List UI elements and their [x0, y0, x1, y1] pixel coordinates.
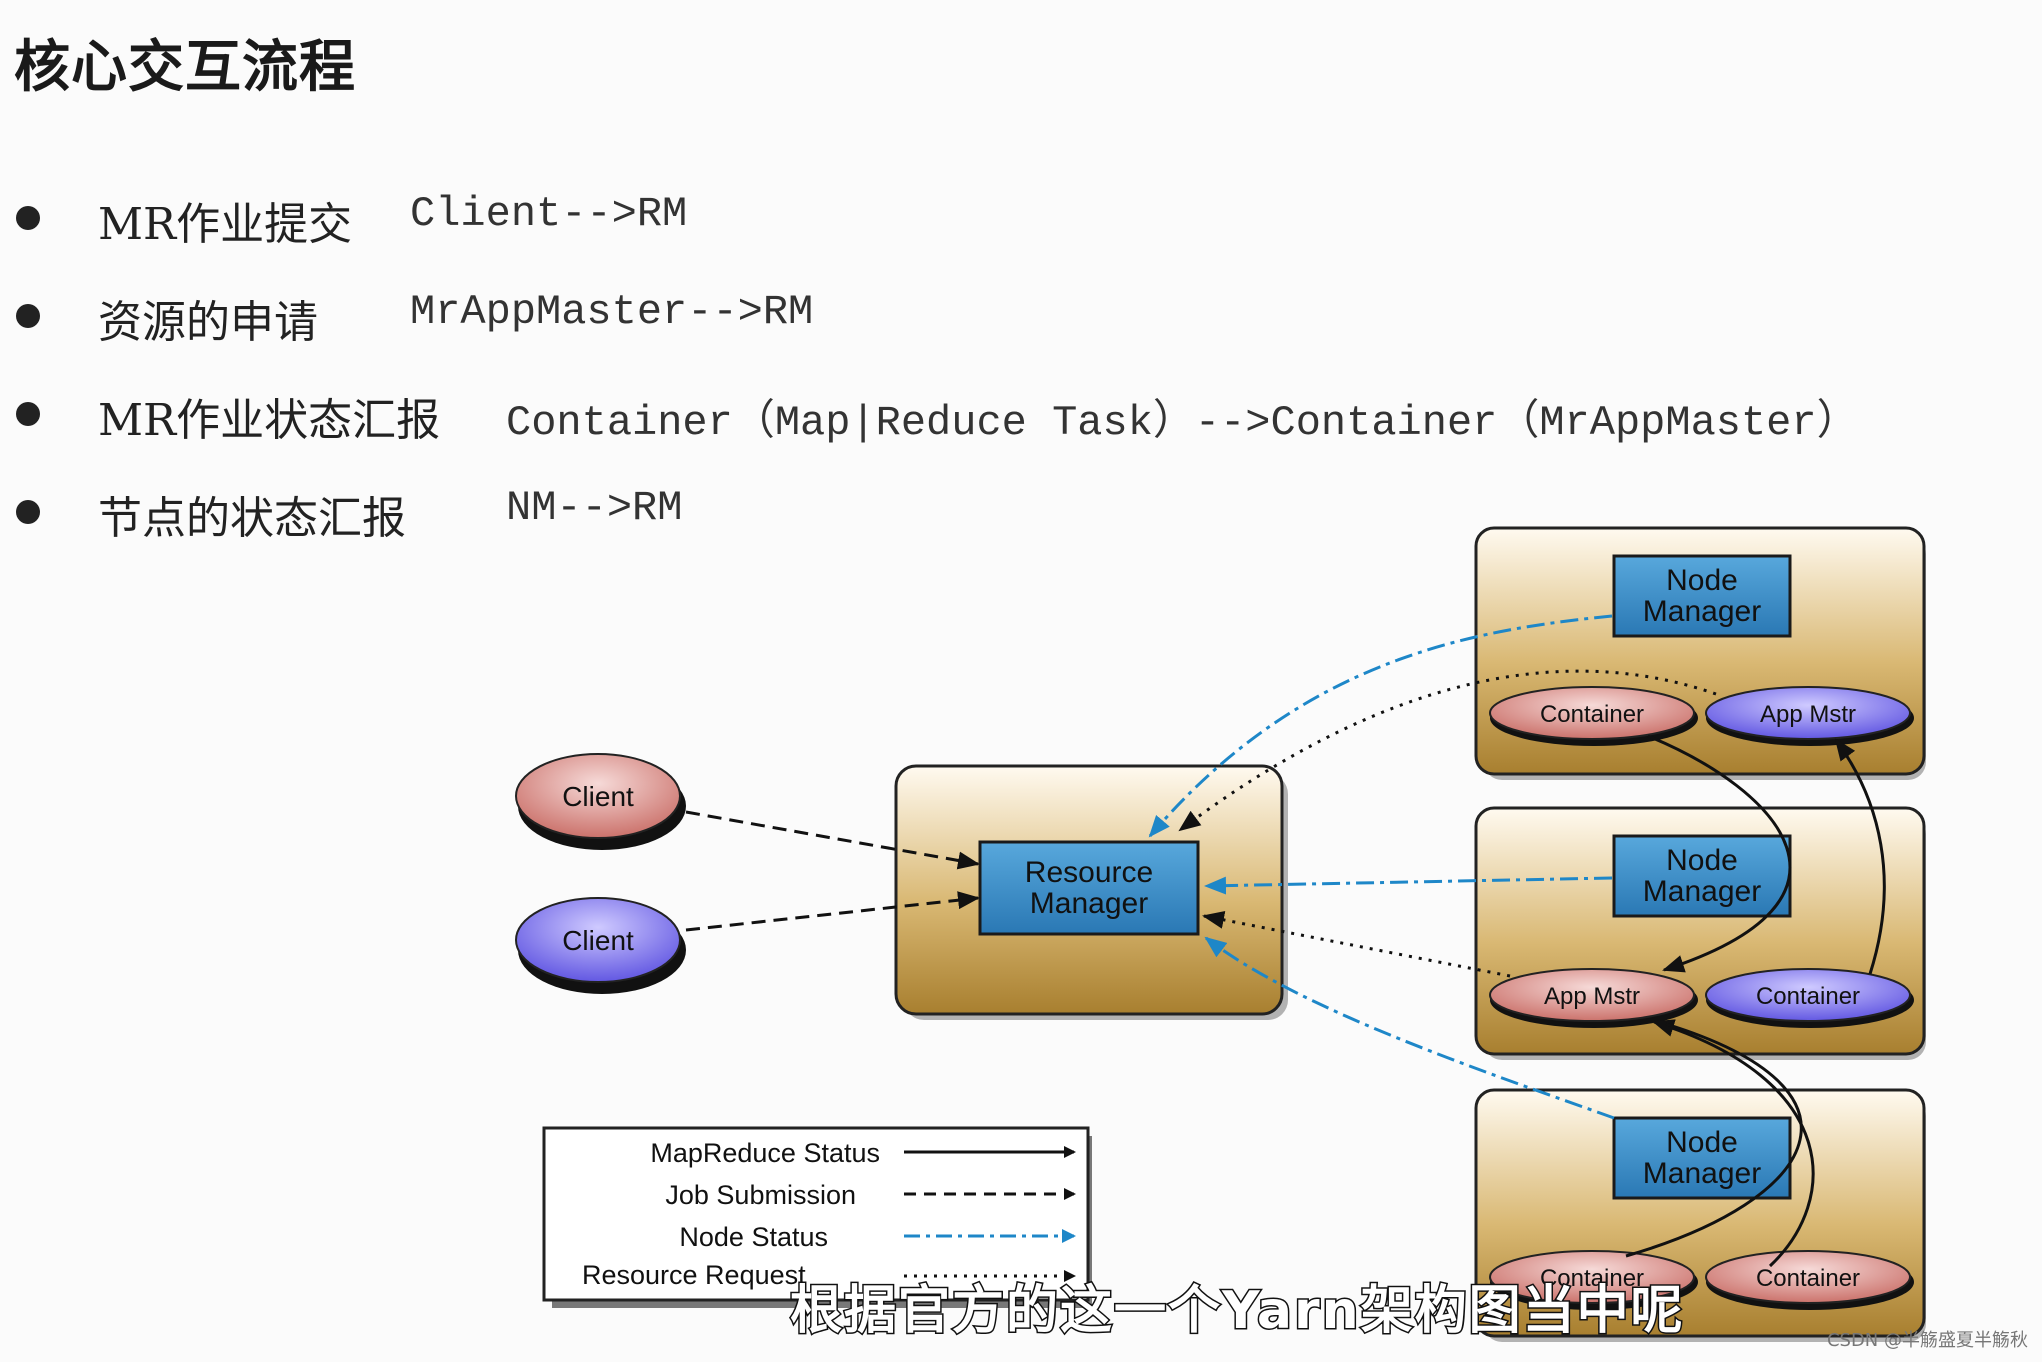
- app-master-pod: App Mstr: [1489, 968, 1698, 1028]
- video-subtitle: 根据官方的这一个Yarn架构图当中呢: [789, 1280, 1685, 1343]
- legend-label: Resource Request: [582, 1260, 806, 1290]
- resource-request-arrow: [1202, 911, 1511, 978]
- resource-manager: Resource Manager: [978, 840, 1200, 936]
- node-manager-label-line1: Node: [1666, 1126, 1738, 1159]
- bullet-item: 节点的状态汇报 NM-->RM: [0, 474, 2000, 554]
- bullet-dot-icon: [16, 402, 40, 426]
- node-manager-label-line2: Manager: [1643, 595, 1761, 628]
- bullet-label: 资源的申请: [98, 297, 318, 348]
- bullet-dot-icon: [16, 500, 40, 524]
- pod-label: Container: [1540, 701, 1644, 728]
- node-manager: Node Manager: [1612, 1116, 1792, 1200]
- client-node: Client: [515, 753, 686, 850]
- node-manager-label-line2: Manager: [1643, 1157, 1761, 1190]
- bullet-label: MR作业状态汇报: [98, 395, 441, 446]
- mapreduce-status-arrow: [1834, 738, 1886, 975]
- mapreduce-status-arrow: [1625, 1022, 1803, 1258]
- container-pod: Container: [1705, 968, 1914, 1028]
- pod-label: App Mstr: [1544, 983, 1640, 1010]
- bullet-label: 节点的状态汇报: [98, 493, 406, 544]
- legend-label: Node Status: [679, 1222, 828, 1252]
- resource-manager-label-line1: Resource: [1025, 856, 1153, 889]
- node-status-arrow: [1148, 614, 1613, 838]
- bullet-detail: NM-->RM: [506, 484, 683, 532]
- bullet-dot-icon: [16, 206, 40, 230]
- node-manager-label-line1: Node: [1666, 844, 1738, 877]
- client-label: Client: [562, 925, 634, 956]
- legend: MapReduce Status Job Submission Node Sta…: [542, 1126, 1092, 1308]
- node-status-arrow: [1204, 936, 1615, 1120]
- mapreduce-status-arrow: [1647, 734, 1792, 973]
- pod-label: Container: [1756, 983, 1860, 1010]
- pod-label: Container: [1540, 1265, 1644, 1292]
- bullet-item: MR作业提交 Client-->RM: [0, 180, 2000, 260]
- bullet-label: MR作业提交: [98, 199, 353, 250]
- resource-manager-label-line2: Manager: [1030, 887, 1148, 920]
- node-manager: Node Manager: [1612, 554, 1792, 638]
- page-title: 核心交互流程: [14, 35, 356, 100]
- app-master-pod: App Mstr: [1705, 686, 1914, 746]
- bullet-detail: Container（Map|Reduce Task）-->Container（M…: [506, 399, 1859, 447]
- bullet-dot-icon: [16, 304, 40, 328]
- mapreduce-status-arrow: [1652, 1019, 1815, 1268]
- container-pod: Container: [1489, 686, 1698, 746]
- job-submission-arrow: [685, 891, 980, 932]
- container-pod: Container: [1489, 1250, 1698, 1310]
- client-node: Client: [515, 897, 686, 994]
- client-label: Client: [562, 781, 634, 812]
- container-pod: Container: [1705, 1250, 1914, 1310]
- bullet-item: 资源的申请 MrAppMaster-->RM: [0, 278, 2000, 358]
- pod-label: App Mstr: [1760, 701, 1856, 728]
- node-manager-label-line2: Manager: [1643, 875, 1761, 908]
- watermark: CSDN @半觞盛夏半觞秋: [1826, 1330, 2028, 1351]
- job-submission-arrow: [685, 810, 980, 870]
- bullet-detail: MrAppMaster-->RM: [410, 288, 814, 336]
- legend-label: Job Submission: [665, 1180, 856, 1210]
- legend-label: MapReduce Status: [650, 1138, 880, 1168]
- node-manager: Node Manager: [1612, 834, 1792, 918]
- bullet-detail: Client-->RM: [410, 190, 688, 238]
- pod-label: Container: [1756, 1265, 1860, 1292]
- node-manager-label-line1: Node: [1666, 564, 1738, 597]
- bullet-item: MR作业状态汇报 Container（Map|Reduce Task）-->Co…: [0, 376, 2000, 456]
